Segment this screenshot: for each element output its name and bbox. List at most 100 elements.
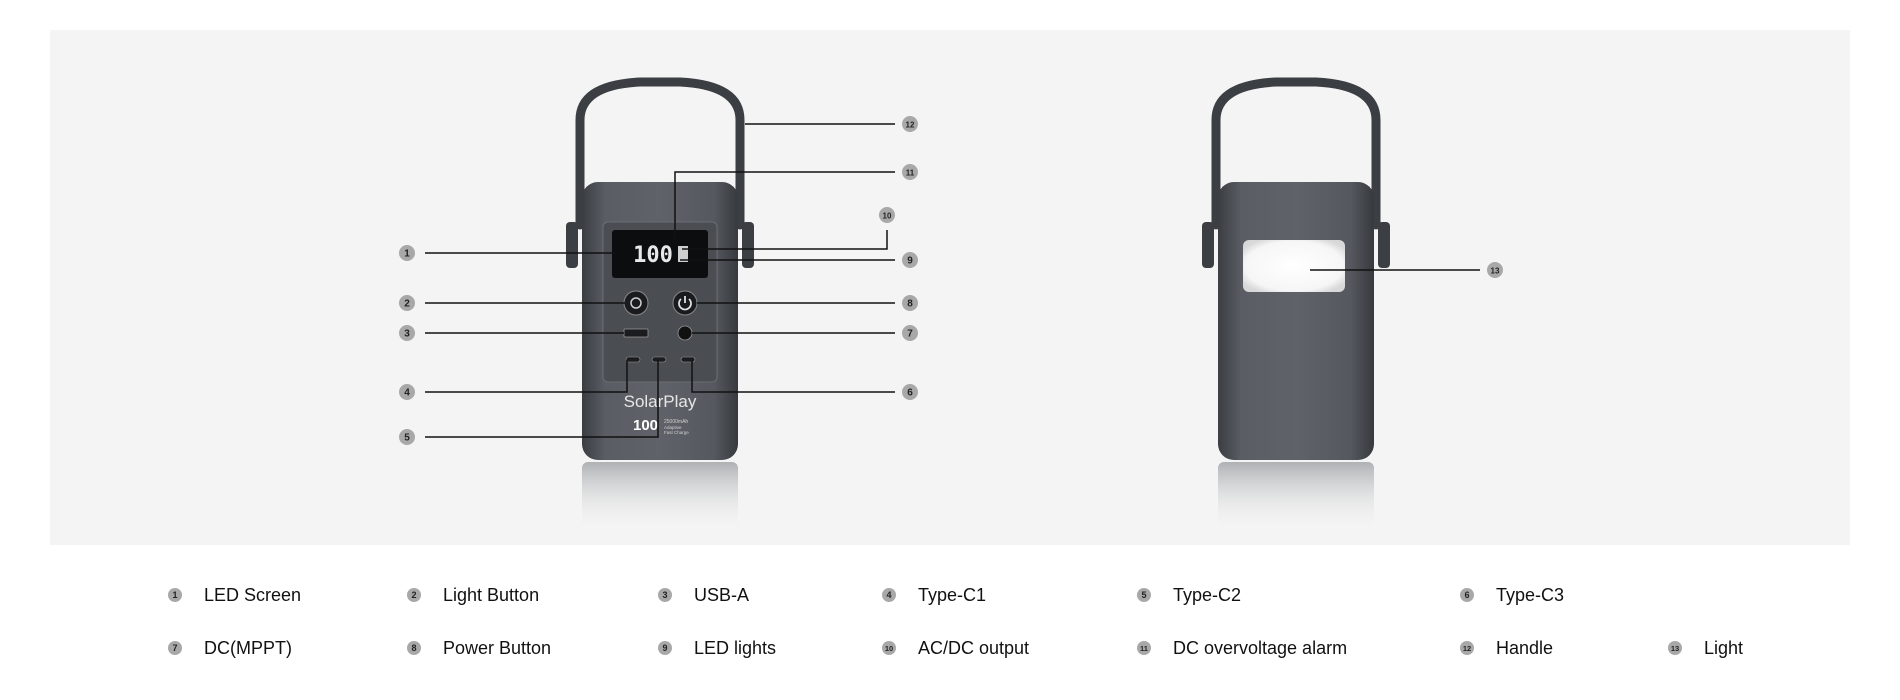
front-device: 100 SolarPlay 100 25000mAh Adaptive Fast… bbox=[566, 77, 754, 532]
callout-marker-circle bbox=[902, 252, 918, 268]
product-image-panel bbox=[50, 30, 1850, 545]
legend-label: LED lights bbox=[694, 637, 777, 658]
callout-marker-circle bbox=[399, 429, 415, 445]
type-c3-port[interactable] bbox=[680, 356, 696, 363]
legend-item: 12 Handle bbox=[1460, 637, 1553, 659]
callout-marker-13: 13 bbox=[1487, 262, 1503, 278]
type-c1-port[interactable] bbox=[625, 356, 641, 363]
power-icon bbox=[678, 296, 692, 311]
callout-marker-number: 5 bbox=[404, 433, 410, 444]
callout-marker-11: 11 bbox=[902, 164, 918, 180]
legend-marker: 12 bbox=[1460, 641, 1474, 655]
callout-marker-number: 11 bbox=[906, 169, 915, 178]
legend-item: 1 LED Screen bbox=[168, 584, 301, 606]
callout-marker-circle bbox=[399, 245, 415, 261]
legend-marker: 8 bbox=[407, 641, 421, 655]
callout-marker-circle bbox=[902, 325, 918, 341]
legend-marker: 1 bbox=[168, 588, 182, 602]
callout-marker-1: 1 bbox=[399, 245, 415, 261]
legend-item: 3 USB-A bbox=[658, 584, 749, 606]
legend-label: USB-A bbox=[694, 584, 750, 605]
legend-marker: 3 bbox=[658, 588, 672, 602]
dc-port[interactable] bbox=[677, 325, 693, 341]
callout-marker-number: 4 bbox=[404, 388, 410, 399]
handle bbox=[575, 77, 745, 230]
light-button[interactable] bbox=[623, 290, 649, 316]
legend-marker: 6 bbox=[1460, 588, 1474, 602]
legend-label: Light bbox=[1704, 637, 1744, 658]
callout-marker-number: 10 bbox=[883, 212, 892, 221]
legend-marker: 7 bbox=[168, 641, 182, 655]
callout-marker-circle bbox=[902, 164, 918, 180]
legend-item: 2 Light Button bbox=[407, 584, 539, 606]
device-reflection bbox=[582, 462, 738, 532]
legend-label: DC(MPPT) bbox=[204, 637, 292, 658]
led-screen bbox=[612, 230, 708, 278]
callout-marker-number: 2 bbox=[404, 299, 410, 310]
light-bulb-icon bbox=[630, 297, 642, 309]
callout-marker-number: 7 bbox=[907, 329, 913, 340]
back-device bbox=[1202, 77, 1390, 532]
usb-a-port[interactable] bbox=[623, 328, 649, 338]
callout-marker-circle bbox=[902, 116, 918, 132]
legend-item: 8 Power Button bbox=[407, 637, 551, 659]
device-reflection bbox=[1218, 462, 1374, 532]
callout-marker-5: 5 bbox=[399, 429, 415, 445]
callout-marker-8: 8 bbox=[902, 295, 918, 311]
legend-marker: 10 bbox=[882, 641, 896, 655]
callout-marker-number: 9 bbox=[907, 256, 913, 267]
capacity-detail: 25000mAh bbox=[664, 419, 688, 425]
callout-marker-2: 2 bbox=[399, 295, 415, 311]
legend-label: Type-C3 bbox=[1496, 584, 1565, 605]
handle bbox=[1211, 77, 1381, 230]
legend-marker: 11 bbox=[1137, 641, 1151, 655]
legend-item: 4 Type-C1 bbox=[882, 584, 986, 606]
callout-marker-number: 6 bbox=[907, 388, 913, 399]
brand-logo: SolarPlay bbox=[624, 392, 697, 411]
legend-label: Light Button bbox=[443, 584, 540, 605]
light-panel bbox=[1243, 240, 1345, 292]
screen-reading: 100 bbox=[633, 243, 673, 268]
callout-marker-4: 4 bbox=[399, 384, 415, 400]
legend-label: AC/DC output bbox=[918, 637, 1030, 658]
callout-marker-number: 3 bbox=[404, 329, 410, 340]
legend-label: Type-C1 bbox=[918, 584, 987, 605]
callout-marker-3: 3 bbox=[399, 325, 415, 341]
callout-marker-circle bbox=[1487, 262, 1503, 278]
callout-lines bbox=[425, 123, 1480, 438]
callout-marker-circle bbox=[399, 325, 415, 341]
callout-marker-circle bbox=[399, 384, 415, 400]
callout-marker-12: 12 bbox=[902, 116, 918, 132]
capacity-number: 100 bbox=[633, 417, 658, 434]
device-body bbox=[1218, 182, 1374, 460]
callout-line-5 bbox=[425, 360, 659, 438]
callout-line-11 bbox=[674, 171, 895, 240]
callout-marker-number: 13 bbox=[1491, 267, 1500, 276]
led-indicator-bar bbox=[678, 246, 688, 262]
callout-line-10 bbox=[682, 230, 888, 250]
legend-marker: 4 bbox=[882, 588, 896, 602]
callout-marker-number: 1 bbox=[404, 249, 410, 260]
legend-marker: 13 bbox=[1668, 641, 1682, 655]
legend-item: 6 Type-C3 bbox=[1460, 584, 1564, 606]
legend-item: 10 AC/DC output bbox=[882, 637, 1029, 659]
callout-marker-7: 7 bbox=[902, 325, 918, 341]
type-c2-port[interactable] bbox=[651, 356, 667, 363]
side-hinge-right bbox=[1378, 222, 1390, 268]
legend-label: LED Screen bbox=[204, 584, 302, 605]
legend-marker: 2 bbox=[407, 588, 421, 602]
legend-label: Power Button bbox=[443, 637, 552, 658]
callout-marker-circle bbox=[902, 295, 918, 311]
legend-label: Handle bbox=[1496, 637, 1554, 658]
legend-marker: 5 bbox=[1137, 588, 1151, 602]
legend-item: 7 DC(MPPT) bbox=[168, 637, 292, 659]
callout-marker-number: 12 bbox=[906, 121, 915, 130]
callout-marker-10: 10 bbox=[879, 207, 895, 223]
callout-marker-6: 6 bbox=[902, 384, 918, 400]
capacity-note-1: Adaptive bbox=[664, 425, 682, 430]
callout-marker-circle bbox=[879, 207, 895, 223]
